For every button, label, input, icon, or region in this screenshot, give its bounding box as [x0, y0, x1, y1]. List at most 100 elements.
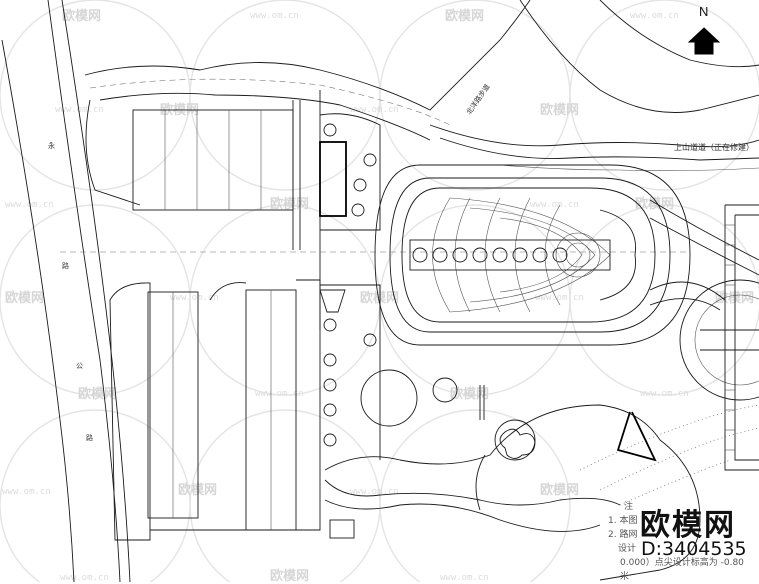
- fountain-channel: [409, 239, 611, 271]
- road-label: 路: [86, 433, 93, 442]
- mountain-road-edge-1: [429, 124, 759, 148]
- fountain-arc: [469, 207, 596, 303]
- garden-path: [324, 499, 601, 532]
- fountain-jet: [432, 247, 448, 263]
- watermark-logo: 欧模网: [178, 482, 217, 498]
- notes-line: 设计: [618, 544, 637, 554]
- watermark-url: www.om.cn: [630, 11, 679, 21]
- parking-lot-lower: [109, 279, 321, 541]
- small-structure: [329, 519, 355, 539]
- highway: 永 路 公 路: [1, 0, 131, 582]
- tree-strip-upper: [319, 113, 381, 231]
- sculpture: [616, 411, 657, 462]
- building-cross: [700, 329, 759, 351]
- fountain-lobe: [599, 209, 637, 301]
- watermark-circle: [569, 204, 759, 396]
- brand-id: D:3404535: [641, 538, 747, 560]
- watermark-url: www.om.cn: [350, 105, 399, 115]
- dotted-path: [619, 459, 731, 506]
- watermark-url: www.om.cn: [530, 200, 579, 210]
- tree: [353, 178, 367, 192]
- building-outline: [724, 204, 759, 471]
- belt-edge-inner: [99, 92, 431, 141]
- watermark-circle: [0, 0, 191, 191]
- watermark-url: www.om.cn: [255, 389, 304, 399]
- right-plaza: [579, 204, 759, 506]
- watermark-logo: 欧模网: [270, 196, 309, 212]
- watermark-logo: 欧模网: [360, 290, 399, 306]
- green-belt: 北洋路步道: [84, 0, 531, 206]
- fountain-arc: [454, 197, 471, 313]
- highway-edge-right: [47, 0, 121, 582]
- fountain-arc: [432, 197, 451, 313]
- watermark-logo: 欧模网: [78, 386, 117, 402]
- side-path-2: [649, 217, 759, 276]
- watermark-circle: [379, 409, 571, 582]
- entry-marker: [319, 289, 346, 313]
- tree: [323, 433, 337, 447]
- watermark-logo: 欧模网: [715, 290, 754, 306]
- fountain-arc: [514, 197, 531, 313]
- north-arrow-icon: [687, 27, 721, 55]
- fountain-outer-ring: [374, 164, 691, 346]
- garden-round: [494, 419, 536, 461]
- watermark-logo: 欧模网: [445, 8, 484, 24]
- circular-plaza: [679, 279, 759, 401]
- tree: [363, 333, 377, 347]
- tree: [323, 123, 337, 137]
- tree: [432, 377, 458, 403]
- path-curve: [649, 281, 726, 301]
- watermark-url: www.om.cn: [2, 487, 51, 497]
- fountain-center: [565, 242, 591, 268]
- garden-inner: [324, 479, 621, 506]
- watermark-logo: 欧模网: [450, 386, 489, 402]
- garden-divider: [475, 454, 486, 511]
- circular-plaza-inner: [694, 294, 759, 386]
- watermark-url: www.om.cn: [5, 200, 54, 210]
- notes-heading: 注: [624, 502, 634, 512]
- watermark-logo: 欧模网: [5, 290, 44, 306]
- fountain-jet: [552, 247, 568, 263]
- highway-edge-left: [1, 39, 75, 582]
- dotted-path: [599, 427, 759, 491]
- watermark-logo: 欧模网: [635, 196, 674, 212]
- garden-outline: [324, 404, 701, 581]
- fountain-arc: [449, 197, 611, 313]
- mountain-road-edge-2: [439, 137, 759, 161]
- brand-logo: 欧模网: [640, 508, 736, 543]
- dotted-path: [579, 404, 759, 471]
- road-label: 路: [62, 261, 69, 270]
- parking-lot-outline: [132, 109, 294, 211]
- mountain-road: 上山道道（正在修建）: [429, 0, 759, 276]
- watermark-circle: [569, 0, 759, 191]
- belt-edge-outer: [84, 0, 531, 111]
- road-label: 永: [48, 141, 55, 150]
- north-label: N: [699, 4, 709, 19]
- watermark-url: www.om.cn: [55, 105, 104, 115]
- round-plaza: [360, 369, 418, 427]
- garden-pond: [499, 428, 536, 459]
- tree: [363, 153, 377, 167]
- tree: [323, 403, 337, 417]
- oval-fountain: [374, 164, 691, 346]
- tree-strip-lower: [320, 284, 381, 460]
- watermark-logo: 欧模网: [540, 102, 579, 118]
- tree: [351, 203, 365, 217]
- building-block: [319, 141, 347, 217]
- fountain-jet: [512, 247, 528, 263]
- belt-dashed: [89, 78, 451, 126]
- mountain-road-edge-3: [499, 164, 759, 171]
- fountain-jet: [472, 247, 488, 263]
- belt-label: 北洋路步道: [464, 82, 491, 116]
- tree: [323, 353, 337, 367]
- fountain-jet: [452, 247, 468, 263]
- path-curve-2: [649, 298, 721, 311]
- fountain-jet: [532, 247, 548, 263]
- highway-edge-right-2: [61, 0, 131, 582]
- fountain-jet: [492, 247, 508, 263]
- fountain-ring-3: [401, 187, 656, 323]
- road-label: 公: [76, 362, 83, 370]
- fountain-jet: [412, 247, 428, 263]
